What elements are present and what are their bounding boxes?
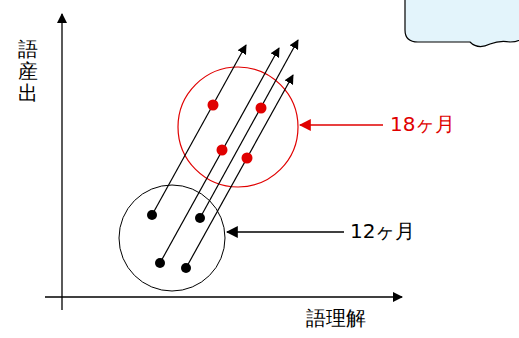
y-axis xyxy=(61,14,62,310)
data-dot xyxy=(217,145,228,156)
pointer-arrow xyxy=(300,124,383,126)
data-dot xyxy=(208,100,219,111)
x-axis xyxy=(45,296,402,297)
data-dot xyxy=(242,153,253,164)
data-dot xyxy=(195,213,205,223)
data-dot xyxy=(147,210,157,220)
speech-bubble xyxy=(405,0,519,47)
age-label: 12ヶ月 xyxy=(350,219,415,243)
age-label: 18ヶ月 xyxy=(390,112,455,136)
group-circle-18 xyxy=(178,67,298,187)
growth-arrow xyxy=(200,40,298,218)
data-dot xyxy=(155,258,165,268)
growth-arrow xyxy=(160,48,279,263)
data-dot xyxy=(181,263,191,273)
axis-label: 語産出 xyxy=(18,38,38,104)
axis-label: 語理解 xyxy=(306,306,366,330)
growth-arrow xyxy=(152,45,246,215)
pointer-arrow xyxy=(227,231,344,233)
data-dot xyxy=(256,103,267,114)
growth-arrow xyxy=(186,75,293,268)
